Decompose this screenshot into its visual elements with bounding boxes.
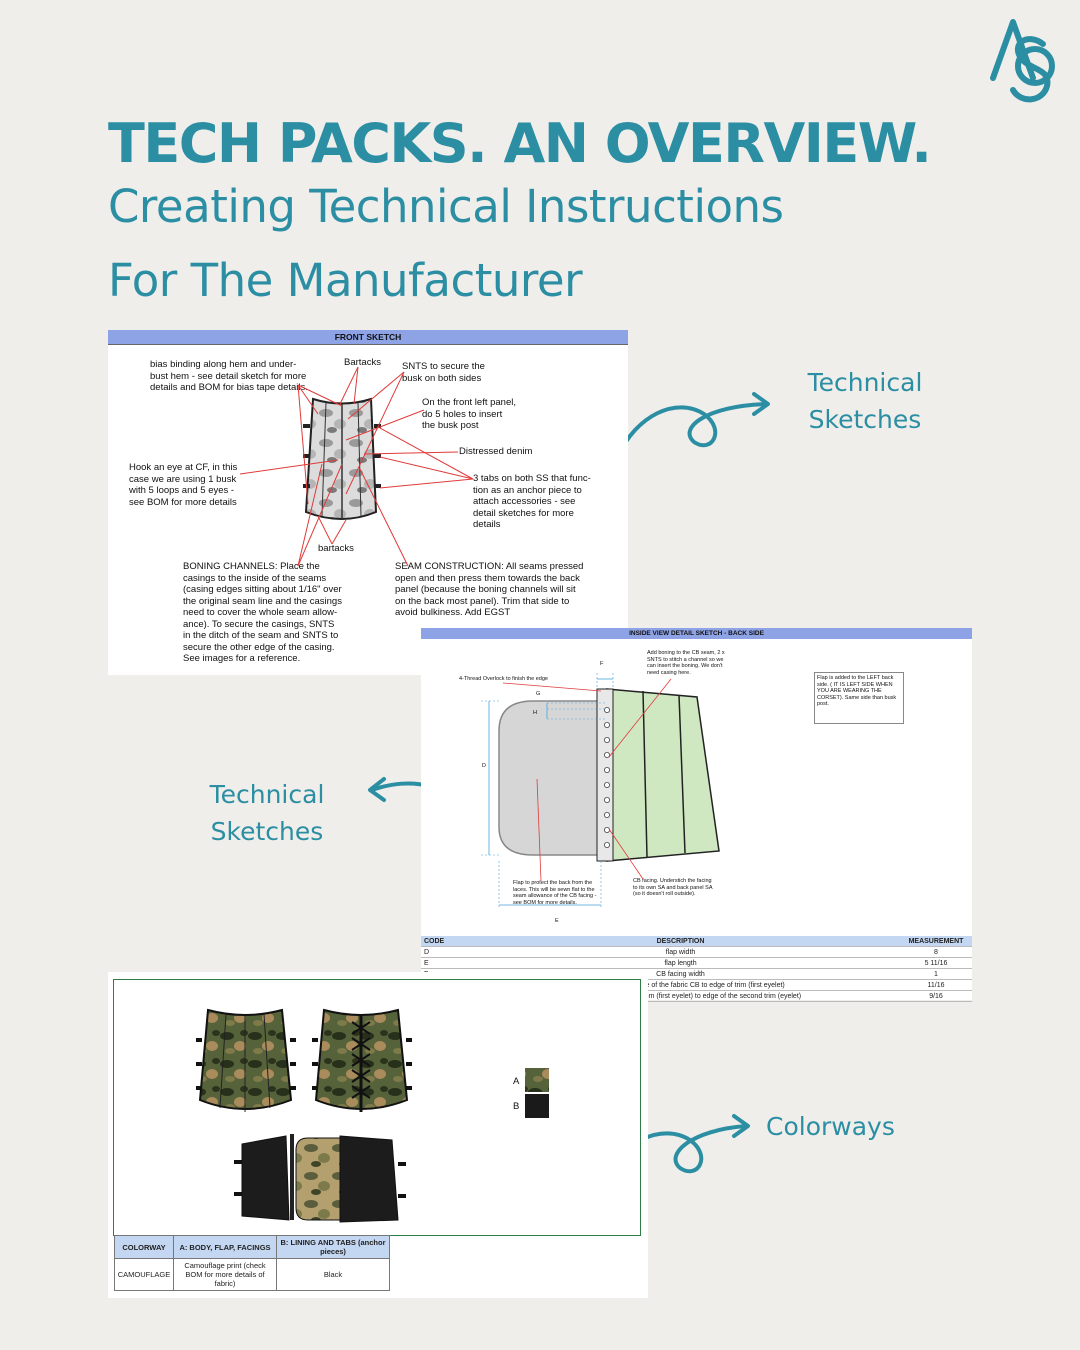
note-cb-facing: CB facing. Understich the facing to its …	[633, 878, 713, 898]
inside-view-sheet: INSIDE VIEW DETAIL SKETCH - BACK SIDE 4-…	[421, 628, 972, 1002]
front-sketch-header: FRONT SKETCH	[108, 330, 628, 344]
note-front-left: On the front left panel, do 5 holes to i…	[422, 397, 517, 431]
front-sketch-sheet: FRONT SKETCH bias binding along hem and …	[108, 330, 628, 675]
col-header-description: DESCRIPTION	[461, 936, 900, 947]
note-bartacks-top: Bartacks	[344, 357, 381, 368]
inside-view-header: INSIDE VIEW DETAIL SKETCH - BACK SIDE	[421, 628, 972, 639]
col-header-lining: B: LINING AND TABS (anchor pieces)	[276, 1235, 390, 1259]
callout-text: Technical	[209, 780, 325, 809]
callout-technical-sketches-left: Technical Sketches	[192, 776, 342, 850]
cell-measurement: 1	[900, 968, 972, 980]
dim-label-f: F	[600, 661, 604, 667]
note-overlock: 4-Thread Overlock to finish the edge	[459, 676, 548, 682]
page-subtitle-line1: Creating Technical Instructions	[108, 180, 784, 233]
callout-text: Technical	[807, 368, 923, 397]
cell-description: Distance between edge of the fabric CB t…	[461, 979, 900, 991]
cell-code: D	[421, 946, 461, 958]
note-flap-protect: Flap to protect the back from the laces.…	[513, 880, 597, 906]
cell-body: Camouflage print (check BOM for more det…	[173, 1258, 277, 1291]
curly-arrow-icon	[616, 392, 770, 458]
cell-lining: Black	[276, 1258, 390, 1291]
dim-label-g: G	[536, 691, 541, 697]
cell-description: CB facing width	[461, 968, 900, 980]
note-cb-boning: Add boning to the CB seam, 2 x SNTS to s…	[647, 650, 725, 676]
note-snts: SNTS to secure the busk on both sides	[402, 361, 485, 384]
colorway-table: COLORWAY A: BODY, FLAP, FACINGS B: LININ…	[114, 1235, 390, 1291]
page-subtitle-line2: For The Manufacturer	[108, 254, 583, 307]
cell-description: Distance between edge of trim (first eye…	[461, 990, 900, 1002]
note-boning-channels: BONING CHANNELS: Place the casings to th…	[183, 561, 342, 664]
swatch-camouflage	[525, 1068, 549, 1092]
note-hook: Hook an eye at CF, in this case we are u…	[129, 462, 238, 508]
front-corset-sketch	[239, 366, 474, 567]
page-title: TECH PACKS. AN OVERVIEW.	[108, 112, 932, 175]
col-header-body: A: BODY, FLAP, FACINGS	[173, 1235, 277, 1259]
cell-colorway: CAMOUFLAGE	[114, 1258, 174, 1291]
note-bartacks-bottom: bartacks	[318, 543, 354, 554]
col-header-code: CODE	[421, 936, 461, 947]
callout-text: Sketches	[210, 817, 324, 846]
cell-measurement: 9/16	[900, 990, 972, 1002]
note-bias-binding: bias binding along hem and under-bust he…	[150, 359, 308, 393]
brand-logo-icon	[990, 19, 1055, 103]
note-seam-construction: SEAM CONSTRUCTION: All seams pressed ope…	[395, 561, 584, 618]
callout-text: Sketches	[808, 405, 922, 434]
colorway-sheet: A B COLORWAY A: BODY, FLAP, FACINGS B: L…	[108, 972, 648, 1298]
callout-colorways: Colorways	[766, 1112, 895, 1141]
dim-label-h: H	[533, 710, 537, 716]
swatch-label-b: B	[513, 1101, 520, 1112]
swatch-black	[525, 1094, 549, 1118]
colorway-corset-sketches	[196, 1008, 549, 1223]
cell-code: E	[421, 957, 461, 969]
cell-measurement: 8	[900, 946, 972, 958]
callout-technical-sketches-top: Technical Sketches	[790, 364, 940, 438]
note-tabs: 3 tabs on both SS that func-tion as an a…	[473, 473, 591, 530]
dim-label-e: E	[555, 918, 559, 924]
swatch-label-a: A	[513, 1076, 520, 1087]
note-flap-added: Flap is added to the LEFT back side. ( I…	[814, 672, 904, 724]
col-header-measurement: MEASUREMENT	[900, 936, 972, 947]
note-distressed-denim: Distressed denim	[459, 446, 533, 457]
cell-description: flap width	[461, 946, 900, 958]
cell-measurement: 5 11/16	[900, 957, 972, 969]
inside-view-sketch	[481, 673, 720, 909]
cell-description: flap length	[461, 957, 900, 969]
col-header-colorway: COLORWAY	[114, 1235, 174, 1259]
dim-label-d: D	[482, 763, 486, 769]
cell-measurement: 11/16	[900, 979, 972, 991]
table-row: CAMOUFLAGE Camouflage print (check BOM f…	[114, 1258, 390, 1291]
